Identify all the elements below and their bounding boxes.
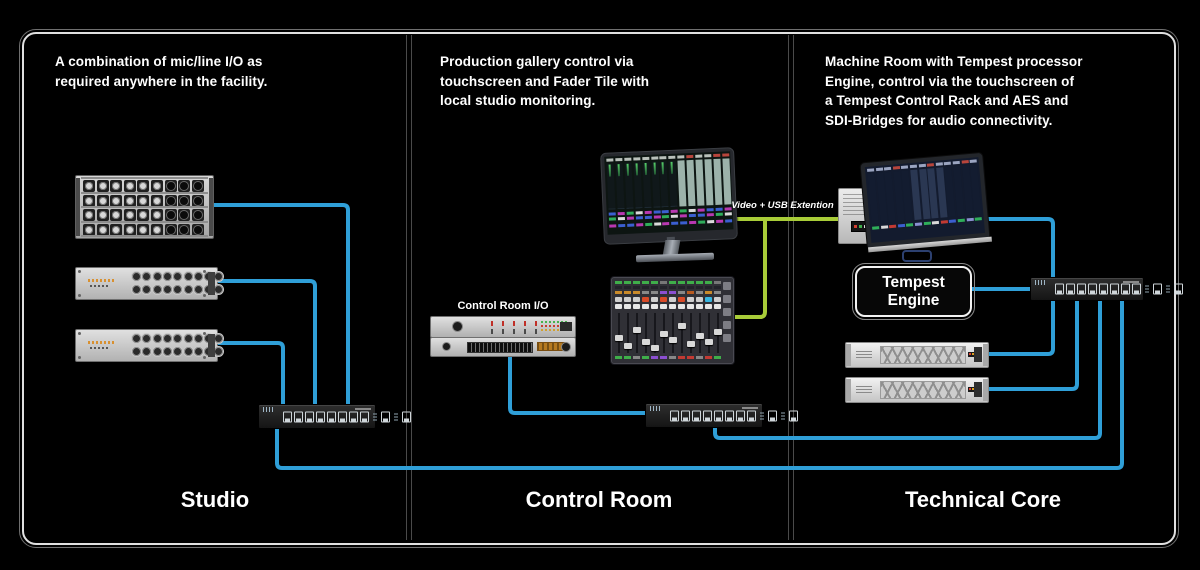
technical-core-title: Technical Core [904,487,1062,512]
control-room-title: Control Room [525,487,673,512]
studio-miclineio-rack-2 [75,329,224,362]
cable-video-usb-branch-to-fader-tile [733,219,767,319]
control-room-io-unit [430,316,576,357]
tempest-engine-box: Tempest Engine [852,263,975,320]
diagram-border [19,29,1179,548]
studio-description: A combination of mic/line I/O as require… [55,54,268,89]
cable-studio-io2-to-switch [216,279,317,404]
studio-miclineio-rack-large [75,175,214,239]
cable-tc-screen-to-core-switch [985,217,1055,277]
section-divider-studio-control [406,35,412,540]
video-usb-extension-label: Video + USB Extention [731,200,834,211]
cable-studio-switch-to-core-switch-bus [275,299,1124,470]
cable-core-switch-to-bridge1 [987,299,1055,356]
cable-cr-switch-to-core-switch-bus [713,299,1102,440]
studio-miclineio-rack-1 [75,267,224,300]
control-room-description: Production gallery control via touchscre… [440,54,650,108]
cable-studio-io1-to-switch [212,203,350,404]
tempest-control-rack [838,152,992,262]
studio-network-switch [258,404,411,429]
section-divider-control-core [788,35,794,540]
control-room-network-switch [645,403,798,428]
control-room-io-label: Control Room I/O [457,300,549,312]
cable-studio-io3-to-switch [216,341,285,404]
core-network-switch [1030,277,1183,301]
aes-bridge [845,342,989,368]
sdi-bridge [845,377,989,403]
cable-core-switch-to-bridge2 [987,299,1079,391]
studio-title: Studio [180,487,250,512]
fader-tile [610,276,735,365]
technical-core-description: Machine Room with Tempest processor Engi… [825,54,1083,128]
cable-crio-to-cr-switch [508,356,645,415]
